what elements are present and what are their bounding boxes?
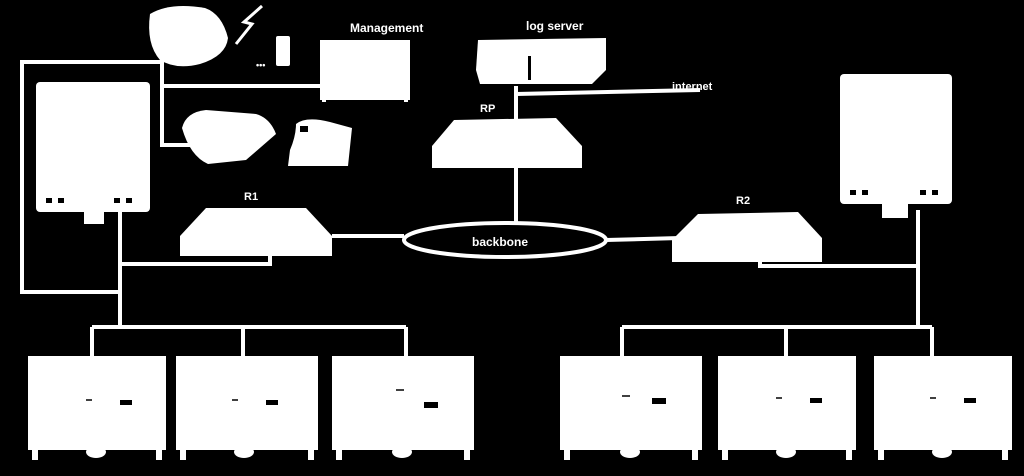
internet-label: internet [672, 81, 713, 93]
ellipsis-dots: ••• [256, 60, 265, 70]
r1-label: R1 [244, 191, 258, 203]
management-label: Management [350, 21, 423, 35]
host-left-2 [176, 356, 318, 460]
host-left-3 [332, 356, 474, 460]
host-right-3 [874, 356, 1012, 460]
rp-label: RP [480, 103, 495, 115]
wire-r2-to-right-tree [758, 262, 918, 268]
router-r1-icon [180, 208, 332, 256]
switch-tower-icon [36, 82, 150, 224]
server-icon [476, 38, 606, 84]
host-left-1 [28, 356, 166, 460]
host-right-2 [718, 356, 856, 460]
router-rp-icon [432, 118, 582, 168]
wire-logserver-to-internet [515, 88, 701, 96]
telephone-icon [288, 119, 352, 166]
management-station-icon [320, 40, 410, 102]
log-server-label: log server [526, 19, 584, 33]
r2-label: R2 [736, 195, 750, 207]
wireless-access-point-icon [149, 6, 228, 67]
switch-tower-icon [840, 74, 952, 218]
host-right-1 [560, 356, 702, 460]
backbone-label: backbone [472, 235, 528, 249]
modem-icon [182, 110, 276, 164]
wire-backbone-to-r2 [605, 236, 681, 242]
backbone-cloud [402, 221, 608, 259]
connection-lines [20, 60, 934, 356]
router-r2-icon [672, 212, 822, 262]
mobile-phone-icon [276, 36, 290, 66]
wireless-signal-icon [234, 4, 263, 45]
wire-r1-to-left-tree [120, 256, 272, 266]
